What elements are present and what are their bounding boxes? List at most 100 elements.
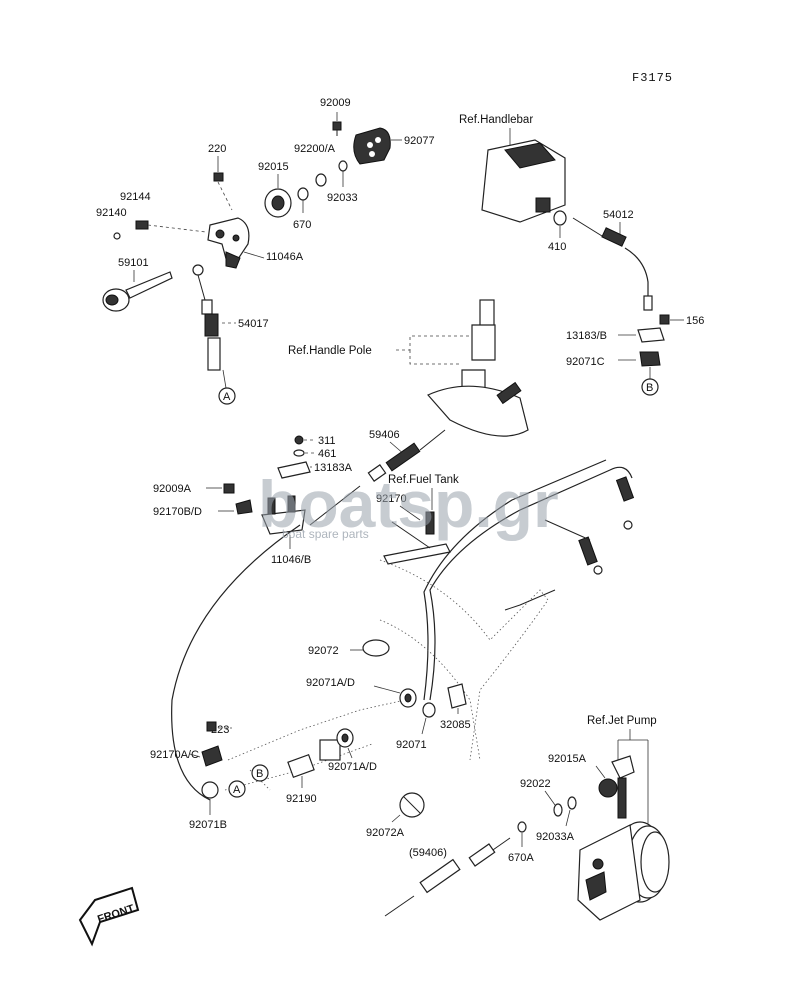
- jet-pump-housing[interactable]: [577, 821, 670, 921]
- shaft-59101[interactable]: [102, 271, 173, 312]
- handle-pole-group: Ref.Handle Pole: [288, 299, 529, 437]
- ref-fuel-tank: Ref.Fuel Tank: [388, 474, 459, 486]
- label-311: 311: [318, 435, 336, 447]
- label-461: 461: [318, 448, 336, 460]
- clamp-92170bd[interactable]: [235, 499, 253, 515]
- bushing-92071ad-upper[interactable]: [399, 688, 417, 708]
- clamp-92071c[interactable]: [639, 351, 661, 367]
- cable-54012[interactable]: [572, 217, 653, 311]
- label-13183b: 13183/B: [566, 330, 607, 342]
- bolt-92009a[interactable]: [223, 483, 235, 494]
- marker-b-top-label: B: [646, 382, 653, 394]
- watermark-tagline: boat spare parts: [282, 527, 369, 541]
- handlebar-group: Ref.Handlebar 410 54012 156 13183/B 9207…: [459, 114, 704, 396]
- label-92072a: 92072A: [366, 827, 405, 839]
- ring-92033a[interactable]: [567, 796, 577, 810]
- label-92015: 92015: [258, 161, 289, 173]
- figure-code: F3175: [632, 71, 673, 85]
- label-59101: 59101: [118, 257, 149, 269]
- marker-b-bottom: [251, 764, 269, 782]
- bracket-13183b[interactable]: [637, 327, 665, 343]
- nut-92015a[interactable]: [598, 778, 618, 798]
- screw-223[interactable]: [206, 721, 217, 732]
- cable-mount-group: 311 461 13183A 92009A 92170B/D 11046/B 5…: [153, 429, 459, 566]
- label-92170ac: 92170A/C: [150, 749, 199, 761]
- marker-b-top: [641, 378, 659, 396]
- cover-92077[interactable]: [353, 127, 391, 165]
- label-54017: 54017: [238, 318, 269, 330]
- lever-jet-pump[interactable]: [611, 755, 635, 819]
- ring-92033[interactable]: [338, 160, 348, 172]
- label-32085: 32085: [440, 719, 471, 731]
- marker-a-top-label: A: [223, 391, 231, 403]
- label-92071c: 92071C: [566, 356, 605, 368]
- watermark-brand: boatsp.gr: [258, 467, 559, 541]
- label-92033a: 92033A: [536, 831, 575, 843]
- marker-a-bottom: [228, 780, 246, 798]
- ref-handlebar: Ref.Handlebar: [459, 114, 533, 126]
- tube-92190[interactable]: [287, 753, 315, 779]
- label-670: 670: [293, 219, 311, 231]
- washer-461[interactable]: [293, 449, 305, 457]
- label-410: 410: [548, 241, 566, 253]
- handle-pole[interactable]: [427, 299, 529, 437]
- label-670a: 670A: [508, 852, 534, 864]
- bushing-92071ad-lower[interactable]: [319, 728, 354, 761]
- label-13183a: 13183A: [314, 462, 353, 474]
- lower-fittings-group: 92072 92071A/D 32085 92071 223 223 92170…: [150, 639, 511, 917]
- bolt-92009[interactable]: [332, 121, 342, 136]
- label-92072: 92072: [308, 645, 339, 657]
- label-92144: 92144: [120, 191, 151, 203]
- upper-cable-run[interactable]: [429, 466, 633, 701]
- label-11046b: 11046/B: [271, 554, 311, 566]
- throttle-cable-54017[interactable]: [192, 264, 221, 371]
- washer-92022[interactable]: [553, 803, 563, 817]
- washer-92200a[interactable]: [315, 173, 327, 187]
- label-11046a: 11046A: [266, 251, 304, 263]
- label-92022: 92022: [520, 778, 551, 790]
- label-54012: 54012: [603, 209, 634, 221]
- steering-cable-59406-lower[interactable]: [384, 837, 511, 917]
- washer-670[interactable]: [297, 187, 309, 201]
- main-cable-loop[interactable]: [171, 524, 301, 801]
- marker-a-bottom-label: A: [233, 784, 241, 796]
- label-92071: 92071: [396, 739, 427, 751]
- ring-92071b[interactable]: [201, 781, 219, 799]
- holder-32085[interactable]: [447, 683, 467, 709]
- label-92015a: 92015A: [548, 753, 587, 765]
- ball-92140[interactable]: [113, 232, 121, 240]
- bracket-11046b[interactable]: [261, 495, 306, 535]
- label-59406-ref: (59406): [409, 847, 447, 859]
- label-220: 220: [208, 143, 226, 155]
- jet-pump-group: Ref.Jet Pump 92015A 92022 92033A 670A: [508, 715, 670, 921]
- label-92009a: 92009A: [153, 483, 192, 495]
- label-92071ad-1: 92071A/D: [306, 677, 355, 689]
- washer-670a[interactable]: [517, 821, 527, 833]
- label-92190: 92190: [286, 793, 317, 805]
- label-156: 156: [686, 315, 704, 327]
- label-92071b: 92071B: [189, 819, 227, 831]
- bracket-13183a[interactable]: [277, 461, 311, 479]
- grommet-92072[interactable]: [362, 639, 390, 657]
- grommet-92072a[interactable]: [399, 792, 425, 818]
- nut-311[interactable]: [294, 435, 304, 445]
- lever-11046a[interactable]: [207, 217, 250, 269]
- washer-410[interactable]: [553, 210, 567, 226]
- clamp-92170ac[interactable]: [201, 745, 223, 767]
- bearing-92015[interactable]: [264, 188, 292, 218]
- front-direction-arrow: FRONT: [78, 886, 140, 947]
- label-59406: 59406: [369, 429, 400, 441]
- watermark: boatsp.gr boat spare parts: [258, 467, 559, 541]
- handlebar-housing[interactable]: [481, 139, 566, 223]
- label-92009: 92009: [320, 97, 351, 109]
- label-92033: 92033: [327, 192, 358, 204]
- label-92170bd: 92170B/D: [153, 506, 202, 518]
- spring-92144[interactable]: [135, 220, 149, 230]
- bolt-156[interactable]: [659, 314, 670, 325]
- marker-b-bottom-label: B: [256, 768, 263, 780]
- throttle-lever-group: 92009 92077 92200/A 92033 220 92015 670: [96, 97, 435, 405]
- screw-220[interactable]: [213, 172, 224, 182]
- steering-cable-59406[interactable]: [309, 429, 446, 526]
- ring-92071[interactable]: [422, 702, 436, 718]
